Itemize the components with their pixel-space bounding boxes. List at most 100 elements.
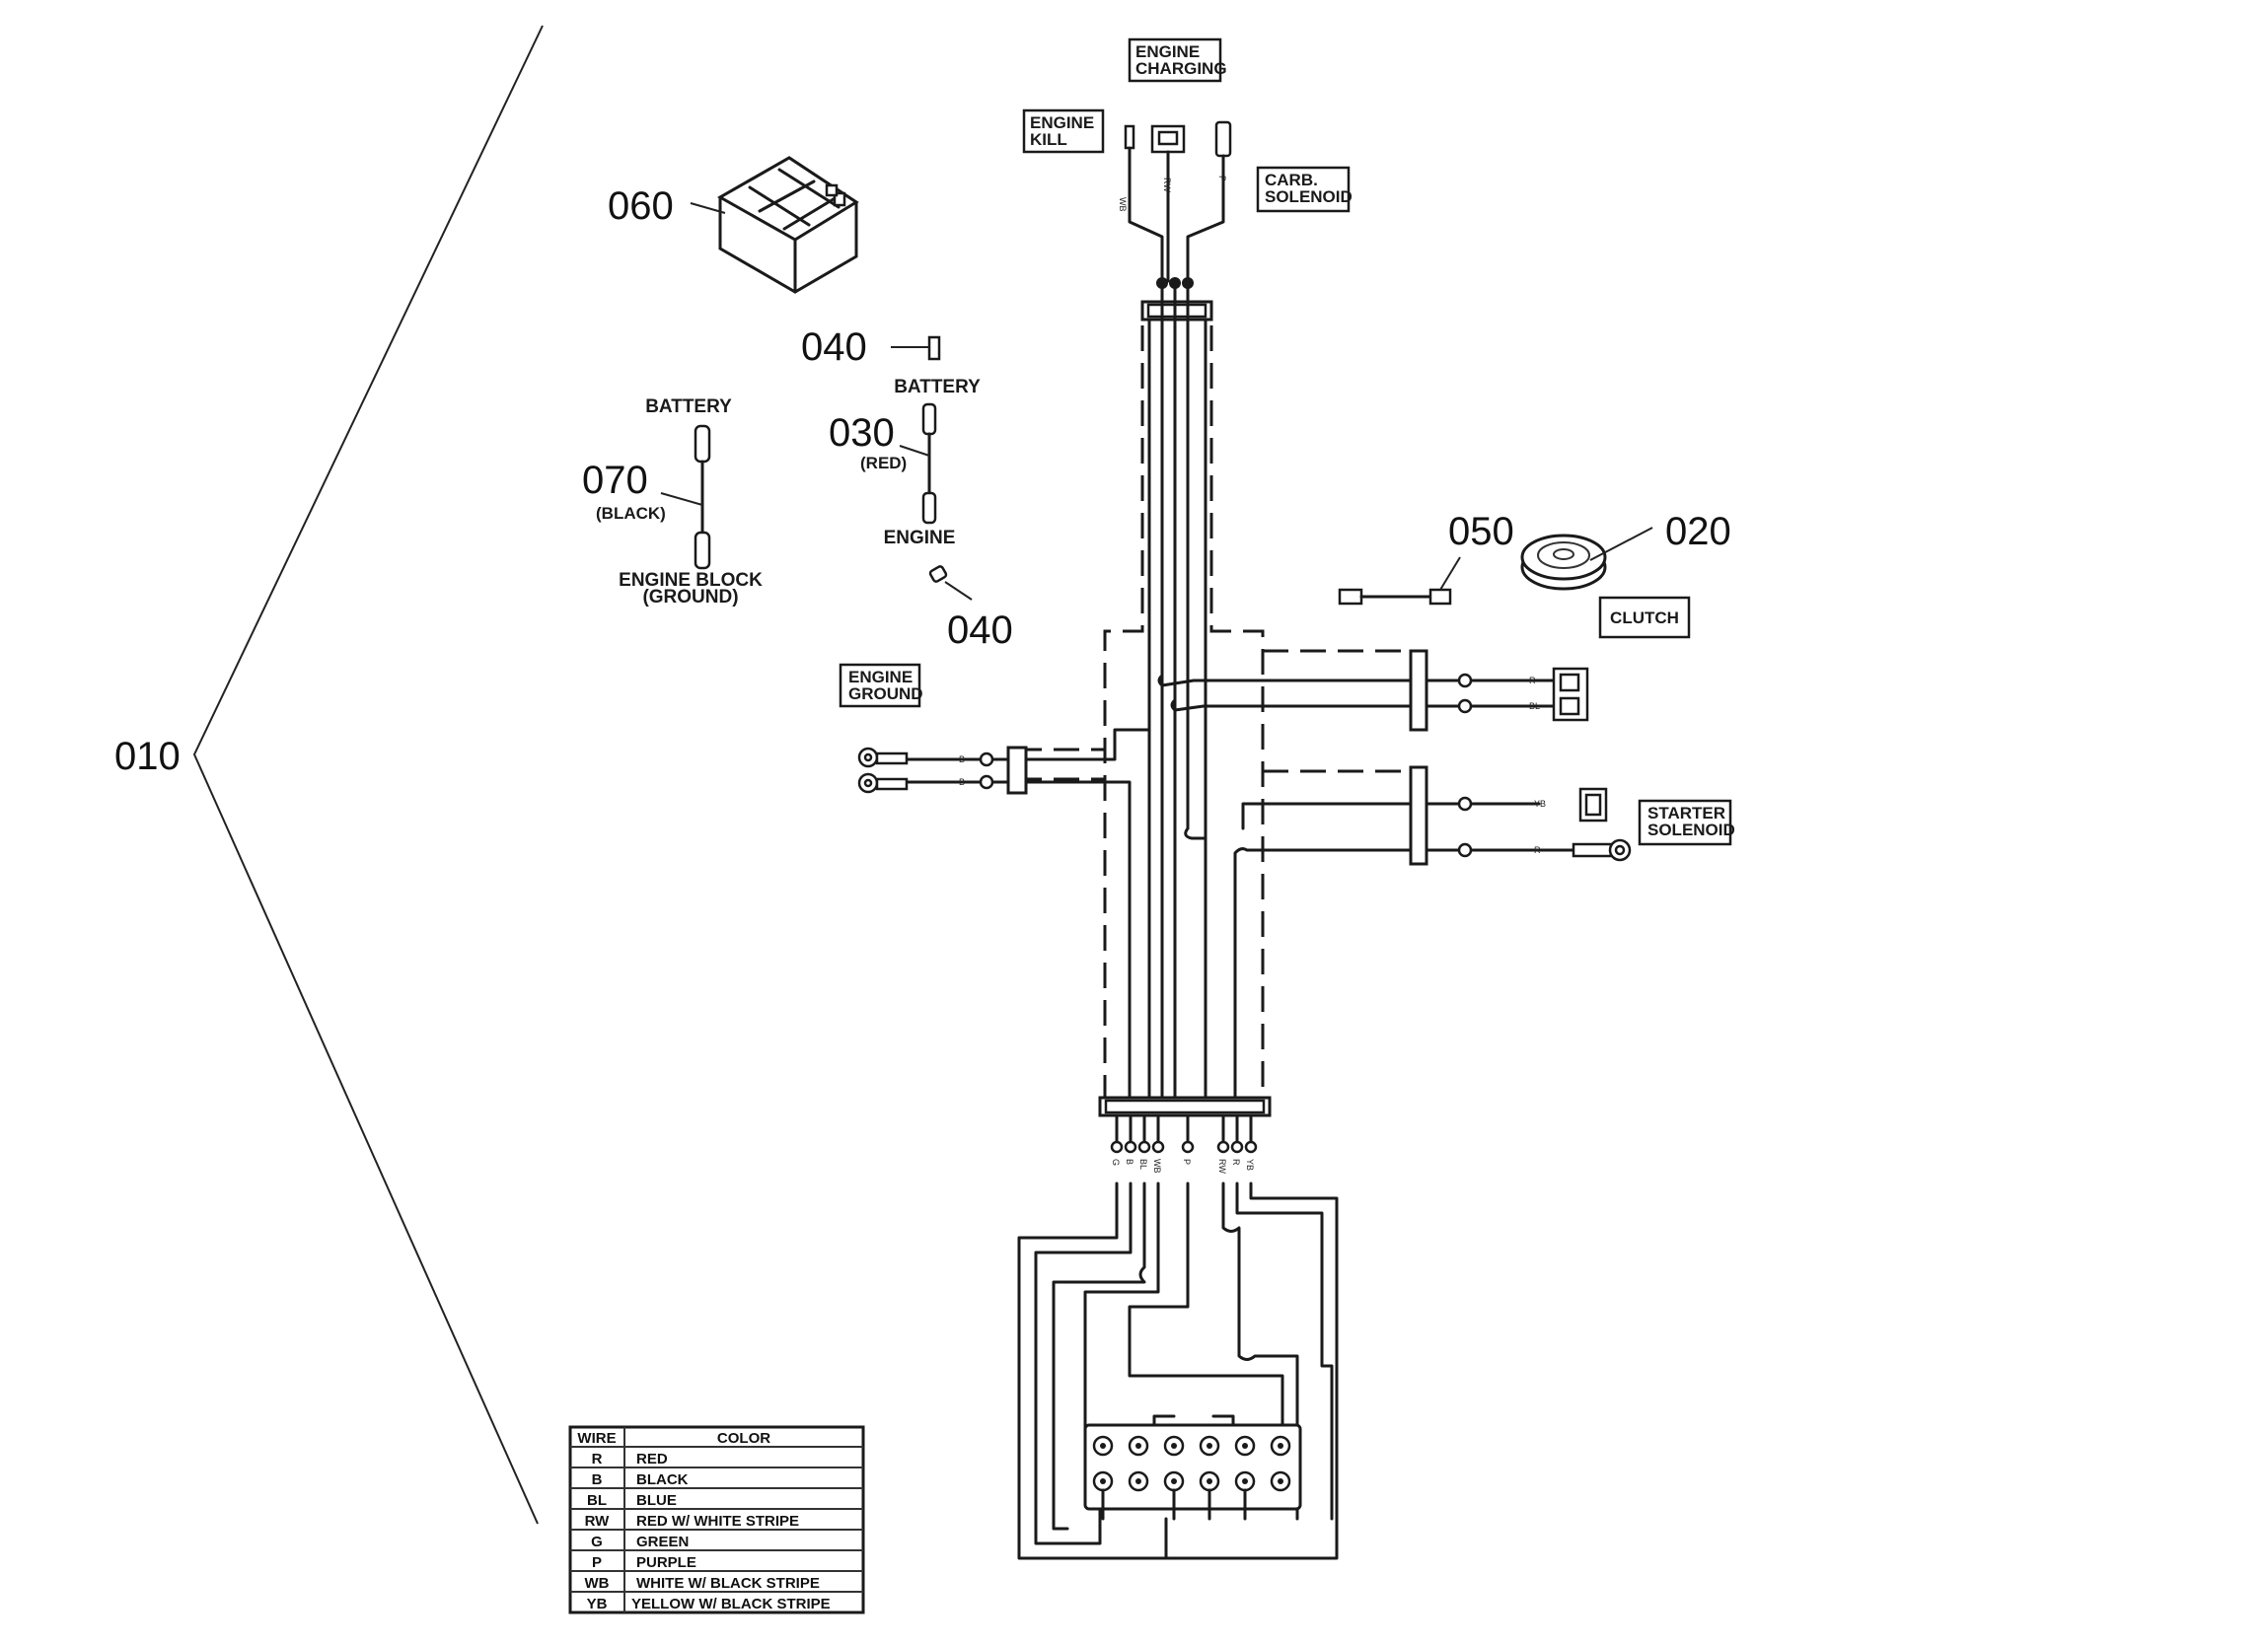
table-cell: BLACK [636, 1471, 689, 1488]
code-starter-yb: YB [1534, 799, 1546, 809]
wire-ring [1457, 796, 1473, 812]
engine-ground-clamp [1006, 746, 1028, 795]
bottom-wire-stubs [1115, 1113, 1253, 1146]
code-bottom-bl: BL [1138, 1159, 1148, 1170]
label-black-note: (BLACK) [596, 504, 666, 523]
code-bottom-wb: WB [1152, 1159, 1162, 1174]
code-clutch-bl: BL [1529, 701, 1540, 711]
label-engine-block-ground: (GROUND) [642, 587, 738, 608]
callout-010: 010 [114, 735, 181, 778]
clutch-icon [1520, 534, 1607, 591]
table-header-color: COLOR [717, 1430, 770, 1447]
harness-sheath-outline [1016, 325, 1411, 1105]
svg-text:ENGINE: ENGINE [1135, 42, 1200, 61]
engine-kill-tag: ENGINE KILL [1022, 108, 1105, 154]
starter-ring-terminal-icon [1572, 838, 1632, 862]
purple-wire-path [1184, 826, 1207, 1102]
svg-text:CHARGING: CHARGING [1135, 59, 1227, 78]
table-cell: YELLOW W/ BLACK STRIPE [631, 1596, 831, 1612]
junction-dot [1182, 277, 1194, 289]
main-harness-trunk [1147, 284, 1207, 1102]
terminal-040-top-icon [891, 335, 941, 361]
svg-text:SOLENOID: SOLENOID [1265, 187, 1353, 206]
table-cell: P [592, 1554, 602, 1571]
harness-bracket [192, 25, 544, 1525]
engine-ground-tag: ENGINE GROUND [839, 663, 923, 708]
label-engine-red: ENGINE [884, 528, 956, 548]
battery-icon [716, 156, 859, 294]
code-top-wb: WB [1118, 197, 1128, 212]
table-cell: WB [585, 1575, 610, 1592]
table-cell: RED W/ WHITE STRIPE [636, 1513, 799, 1530]
svg-text:GROUND: GROUND [848, 684, 923, 703]
clutch-tag: CLUTCH [1598, 596, 1691, 639]
code-ground-b1: B [959, 754, 965, 764]
code-bottom-g: G [1111, 1159, 1121, 1166]
code-bottom-b: B [1125, 1159, 1134, 1165]
callout-070: 070 [582, 459, 648, 502]
table-cell: RW [585, 1513, 611, 1530]
svg-text:SOLENOID: SOLENOID [1647, 821, 1735, 839]
code-bottom-rw: RW [1217, 1159, 1227, 1174]
wire-ring [1457, 673, 1473, 688]
starter-solenoid-tag: STARTER SOLENOID [1638, 799, 1735, 846]
svg-text:STARTER: STARTER [1647, 804, 1725, 823]
clutch-branch-wires [1157, 674, 1556, 712]
table-cell: G [591, 1534, 603, 1550]
bottom-wire-rings [1110, 1140, 1258, 1154]
junction-dot [1156, 277, 1168, 289]
code-ground-b2: B [959, 777, 965, 787]
table-cell: BLUE [636, 1492, 677, 1509]
terminal-040-bottom-icon [928, 565, 973, 601]
code-starter-r: R [1534, 845, 1541, 855]
starter-branch-clamp [1409, 765, 1428, 866]
clutch-branch-clamp [1409, 649, 1428, 732]
wire-ring [1457, 842, 1473, 858]
junction-dot [1169, 277, 1181, 289]
callout-020: 020 [1665, 510, 1731, 553]
starter-solenoid-connector-icon [1578, 787, 1608, 823]
label-battery-black: BATTERY [645, 396, 732, 417]
label-red-note: (RED) [860, 454, 907, 472]
code-clutch-r: R [1529, 676, 1536, 685]
engine-charging-connector-icon [1150, 124, 1186, 283]
wire-color-table: WIRE COLOR R RED B BLACK BL BLUE RW RED … [568, 1425, 865, 1614]
ignition-switch-connector [1083, 1414, 1302, 1521]
callout-050: 050 [1448, 510, 1514, 553]
svg-text:ENGINE: ENGINE [848, 668, 913, 686]
table-header-wire: WIRE [577, 1430, 616, 1447]
black-ground-cable-icon [694, 424, 711, 570]
code-bottom-yb: YB [1245, 1159, 1255, 1171]
callout-060: 060 [608, 184, 674, 228]
bottom-wire-codes: G B BL WB P RW R YB [1111, 1159, 1255, 1174]
engine-charging-tag: ENGINE CHARGING [1128, 37, 1227, 83]
wire-ring [979, 774, 994, 790]
table-cell: BL [587, 1492, 607, 1509]
ground-ring-terminal-icon [857, 747, 909, 794]
callout-040-bottom: 040 [947, 608, 1013, 652]
code-top-rw: RW [1162, 178, 1172, 192]
label-engine-block: ENGINE BLOCK [619, 570, 763, 591]
svg-text:KILL: KILL [1030, 130, 1067, 149]
engine-ground-wires [904, 728, 1151, 1102]
label-battery-red: BATTERY [894, 377, 981, 397]
starter-branch-wires [1233, 802, 1575, 1102]
wire-ring [979, 751, 994, 767]
engine-kill-connector-icon [1124, 124, 1164, 283]
svg-text:ENGINE: ENGINE [1030, 113, 1094, 132]
carb-solenoid-connector-icon [1186, 120, 1232, 283]
red-battery-cable-icon [921, 402, 937, 525]
wire-ring [1457, 698, 1473, 714]
callout-030: 030 [829, 411, 895, 455]
table-cell: WHITE W/ BLACK STRIPE [636, 1575, 820, 1592]
carb-solenoid-tag: CARB. SOLENOID [1256, 166, 1353, 213]
jumper-wire-050-icon [1338, 556, 1461, 606]
table-cell: GREEN [636, 1534, 689, 1550]
code-bottom-p: P [1182, 1159, 1192, 1165]
table-cell: YB [587, 1596, 608, 1612]
table-cell: R [592, 1451, 603, 1467]
table-cell: RED [636, 1451, 668, 1467]
svg-text:CARB.: CARB. [1265, 171, 1318, 189]
table-cell: B [592, 1471, 603, 1488]
